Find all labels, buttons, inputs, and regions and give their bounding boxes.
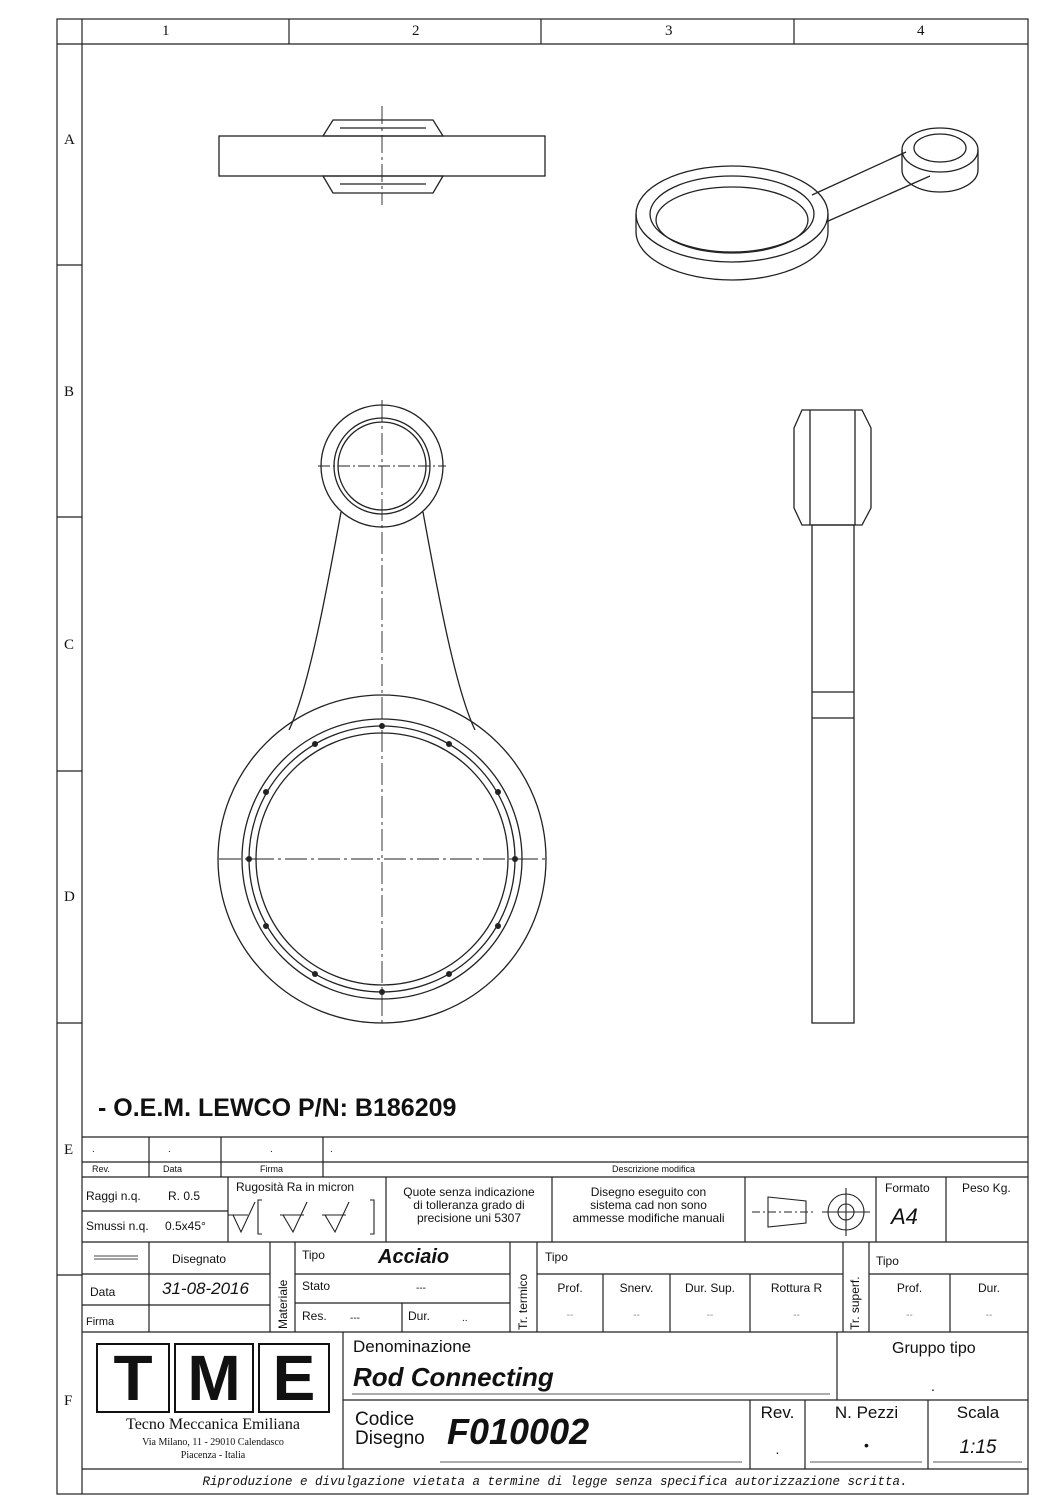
logo-letter-e: E	[258, 1342, 330, 1414]
raggi-value: R. 0.5	[168, 1189, 201, 1203]
logo-letter-t: T	[96, 1342, 170, 1414]
grid-row-f: F	[64, 1393, 73, 1409]
termico-side-label: Tr. termico	[516, 1273, 530, 1330]
gruppo-value: .	[931, 1378, 935, 1394]
grid-row-e: E	[64, 1142, 74, 1158]
grid-column-3: 3	[665, 23, 673, 39]
description-header: Descrizione modifica	[612, 1164, 696, 1174]
tolerance-note: Quote senza indicazione di tolleranza gr…	[403, 1185, 535, 1225]
data-value: 31-08-2016	[162, 1279, 249, 1298]
denominazione-label: Denominazione	[353, 1337, 472, 1356]
view-front	[217, 400, 547, 1024]
roughness-symbols	[228, 1199, 375, 1235]
termico-tipo-label: Tipo	[545, 1250, 568, 1264]
company-address: Via Milano, 11 - 29010 Calendasco	[142, 1437, 284, 1448]
codice-label: Codice Disegno	[355, 1409, 425, 1449]
scala-value: 1:15	[959, 1437, 997, 1458]
materiale-dur-label: Dur.	[408, 1309, 431, 1323]
date-header: Data	[163, 1164, 183, 1174]
termico-dursup-value: --	[706, 1310, 714, 1321]
rev-label: Rev.	[760, 1403, 795, 1422]
data-label: Data	[90, 1285, 116, 1299]
rugosita-label: Rugosità Ra in micron	[236, 1180, 355, 1194]
npezzi-value: •	[864, 1437, 869, 1453]
materiale-res-value: ---	[350, 1313, 360, 1324]
rev-cell: .	[92, 1144, 95, 1155]
bolt-holes	[246, 723, 518, 995]
npezzi-label: N. Pezzi	[834, 1403, 899, 1422]
materiale-tipo-value: Acciaio	[378, 1246, 450, 1268]
peso-label: Peso Kg.	[962, 1181, 1011, 1195]
materiale-dur-value: ..	[462, 1313, 468, 1324]
view-top	[218, 106, 546, 205]
materiale-tipo-label: Tipo	[302, 1248, 325, 1262]
view-isometric	[635, 127, 979, 281]
signature-header: Firma	[260, 1164, 283, 1174]
company-name: Tecno Meccanica Emiliana	[126, 1416, 300, 1433]
gruppo-label: Gruppo tipo	[892, 1340, 976, 1357]
cad-note: Disegno eseguito con sistema cad non son…	[572, 1185, 725, 1225]
date-cell: .	[168, 1144, 171, 1155]
grid-column-4: 4	[917, 23, 925, 39]
projection-symbol-icon	[752, 1188, 870, 1236]
superf-dur-label: Dur.	[977, 1281, 1000, 1295]
smussi-label: Smussi n.q.	[86, 1219, 149, 1233]
termico-prof-label: Prof.	[557, 1281, 583, 1295]
company-city: Piacenza - Italia	[180, 1450, 246, 1461]
formato-label: Formato	[885, 1181, 930, 1195]
description-cell: .	[330, 1144, 333, 1155]
termico-dursup-label: Dur. Sup.	[684, 1281, 736, 1295]
superf-side-label: Tr. superf.	[848, 1276, 862, 1330]
line-symbol	[94, 1255, 138, 1260]
part-name: Rod Connecting	[353, 1362, 554, 1392]
materiale-res-label: Res.	[302, 1309, 327, 1323]
raggi-label: Raggi n.q.	[86, 1189, 141, 1203]
termico-snerv-value: --	[633, 1310, 640, 1321]
superf-dur-value: --	[985, 1310, 993, 1321]
grid-row-d: D	[64, 889, 75, 905]
firma-label: Firma	[86, 1316, 115, 1328]
grid-row-b: B	[64, 384, 75, 400]
termico-prof-value: --	[566, 1310, 574, 1321]
termico-snerv-label: Snerv.	[619, 1281, 654, 1295]
title-block-grid	[82, 1136, 1028, 1470]
view-side	[793, 409, 872, 1024]
grid-row-a: A	[64, 132, 75, 148]
grid-column-2: 2	[412, 23, 420, 39]
grid-row-c: C	[64, 637, 75, 653]
drawing-code: F010002	[447, 1411, 590, 1452]
footer-notice: Riproduzione e divulgazione vietata a te…	[202, 1475, 908, 1489]
logo-letter-m: M	[174, 1342, 254, 1414]
superf-prof-label: Prof.	[896, 1281, 923, 1295]
superf-prof-value: --	[906, 1310, 913, 1321]
formato-value: A4	[891, 1204, 918, 1229]
superf-tipo-label: Tipo	[876, 1254, 899, 1268]
materiale-side-label: Materiale	[276, 1279, 290, 1329]
scala-label: Scala	[956, 1403, 1000, 1422]
disegnato-label: Disegnato	[172, 1252, 227, 1266]
materiale-stato-value: ---	[416, 1283, 426, 1294]
sheet-frame	[56, 18, 1029, 1495]
rev-value: .	[775, 1441, 780, 1457]
oem-part-number: - O.E.M. LEWCO P/N: B186209	[98, 1094, 457, 1122]
termico-rottura-value: --	[793, 1310, 800, 1321]
signature-cell: .	[270, 1144, 273, 1155]
rev-header: Rev.	[92, 1164, 110, 1174]
materiale-stato-label: Stato	[302, 1279, 331, 1293]
termico-rottura-label: Rottura R	[770, 1281, 823, 1295]
smussi-value: 0.5x45°	[165, 1219, 206, 1233]
grid-column-1: 1	[162, 23, 170, 39]
